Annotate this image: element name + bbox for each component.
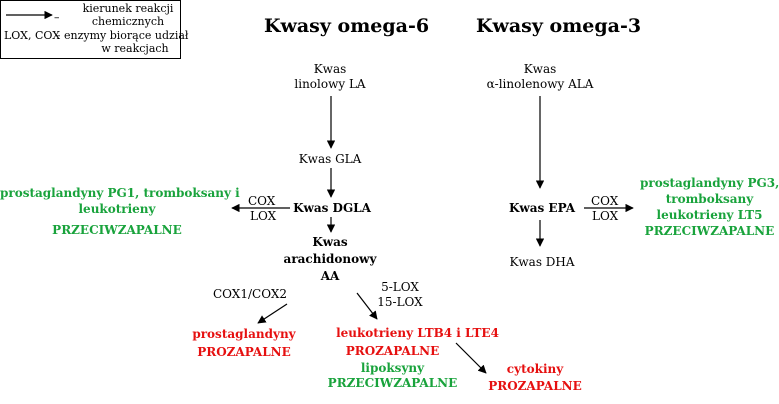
lipoxins-label: lipoksyny	[360, 361, 425, 375]
right-products-line2: tromboksany	[665, 192, 754, 206]
epa-label: Kwas EPA	[508, 201, 576, 215]
gla-label: Kwas GLA	[298, 152, 362, 166]
left-products-line2: leukotrieny	[78, 202, 156, 216]
la-label-line1: Kwas	[313, 62, 347, 76]
arrow-aa-prostaglandins	[257, 303, 288, 324]
right-products-line1: prostaglandyny PG3,	[640, 176, 779, 190]
cytokines-label: cytokiny	[506, 362, 564, 376]
prostaglandins-effect: PROZAPALNE	[197, 345, 291, 359]
legend-enzyme-text-2: w reakcjach	[101, 42, 169, 55]
cox12-label: COX1/COX2	[213, 287, 288, 301]
lox15-label: 15-LOX	[377, 295, 423, 309]
dgla-label: Kwas DGLA	[293, 201, 371, 215]
prostaglandins-label: prostaglandyny	[192, 327, 296, 341]
left-products-line1: prostaglandyny PG1, tromboksany i	[0, 186, 240, 200]
cox-label-left: COX	[248, 194, 276, 208]
aa-label-line2: arachidonowy	[283, 252, 377, 266]
aa-label-line3: AA	[320, 269, 340, 283]
legend-box	[0, 0, 181, 59]
lox-label-right: LOX	[592, 209, 619, 223]
aa-label-line1: Kwas	[312, 235, 348, 249]
leukotrienes-effect: PROZAPALNE	[345, 344, 440, 358]
legend-enzyme-text-1: – enzymy biorące udział	[55, 29, 189, 42]
omega6-header: Kwasy omega-6	[264, 15, 430, 37]
right-products-line3: leukotrieny LT5	[656, 208, 763, 222]
arrow-leukotrienes-cytokines	[455, 342, 487, 374]
legend-arrow-text-2: chemicznych	[91, 15, 165, 28]
omega3-header: Kwasy omega-3	[476, 15, 642, 37]
cytokines-effect: PROZAPALNE	[488, 379, 582, 393]
dha-label: Kwas DHA	[509, 255, 575, 269]
lox5-label: 5-LOX	[381, 280, 419, 294]
cox-label-right: COX	[591, 194, 619, 208]
arrow-aa-leukotrienes	[356, 292, 378, 320]
right-products-effect: PRZECIWZAPALNE	[644, 224, 775, 238]
left-products-effect: PRZECIWZAPALNE	[52, 223, 182, 237]
leukotrienes-label: leukotrieny LTB4 i LTE4	[336, 326, 499, 340]
ala-label-line2: α-linolenowy ALA	[486, 77, 594, 91]
legend-enzyme-prefix: LOX, COX	[4, 29, 61, 42]
lipoxins-effect: PRZECIWZAPALNE	[327, 376, 458, 390]
legend-arrow-dash: –	[54, 11, 60, 24]
lox-label-left: LOX	[250, 209, 277, 223]
ala-label-line1: Kwas	[523, 62, 557, 76]
legend-arrow-text-1: kierunek reakcji	[82, 2, 174, 15]
la-label-line2: linolowy LA	[294, 77, 366, 91]
